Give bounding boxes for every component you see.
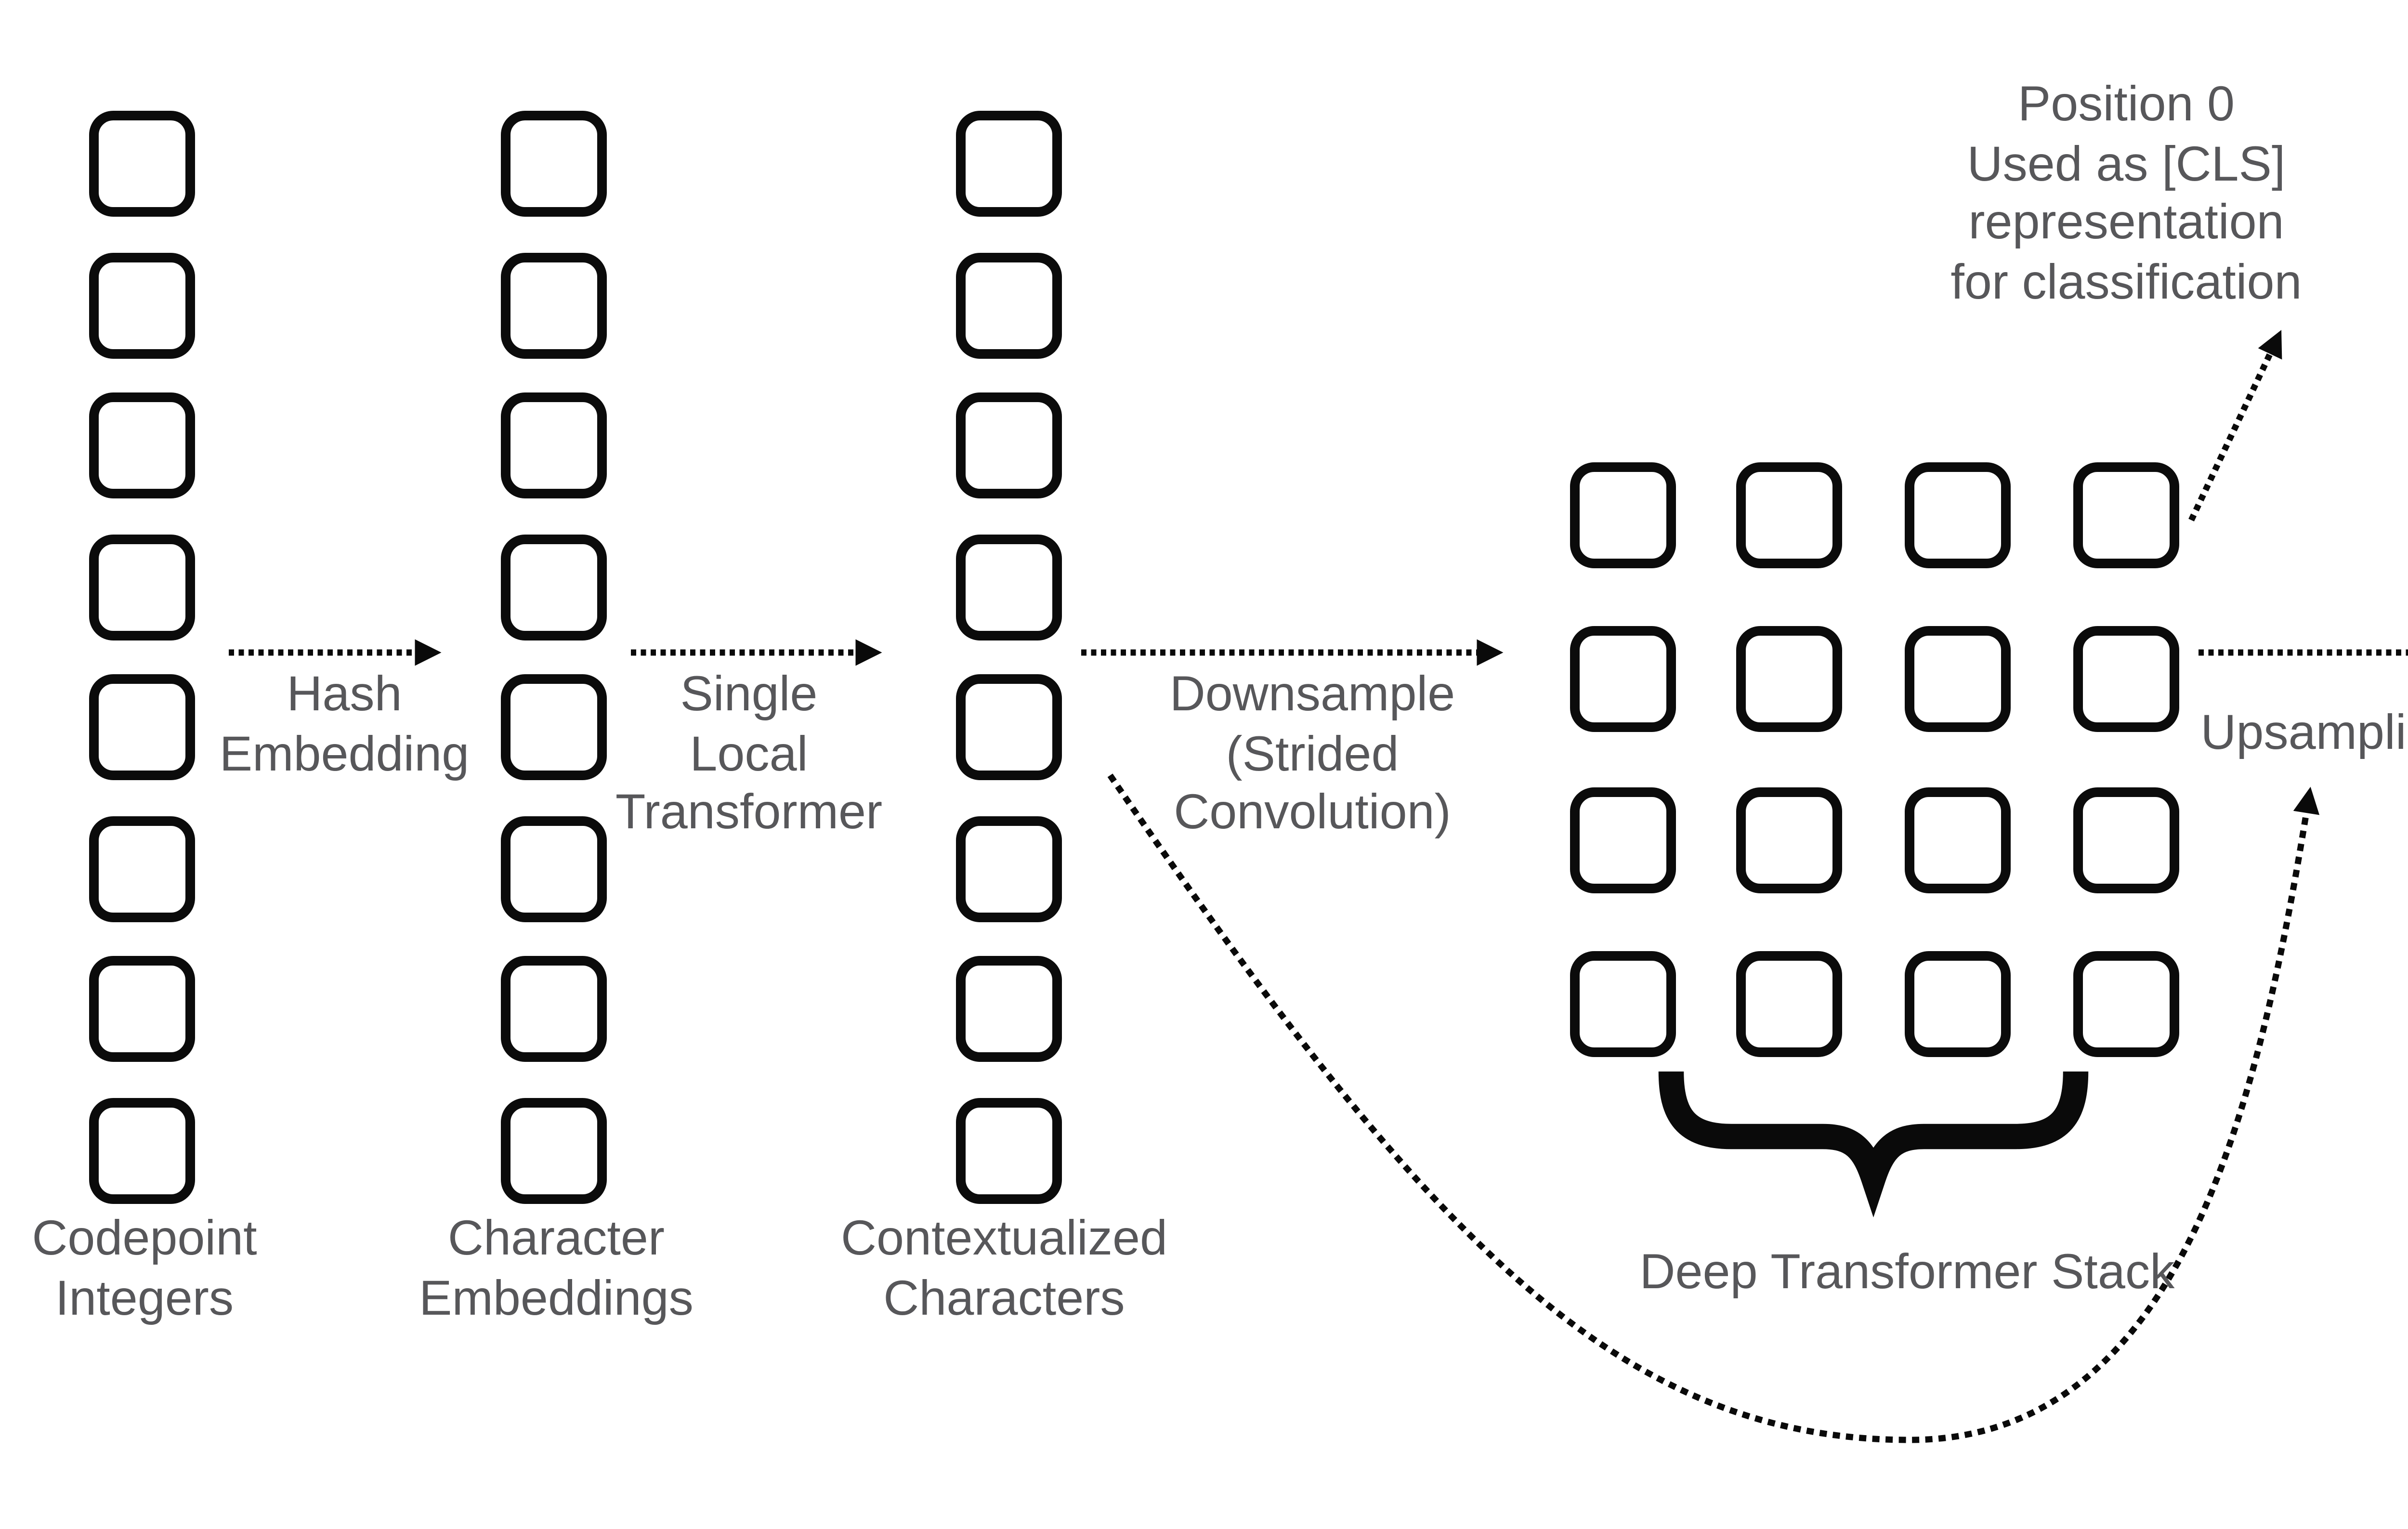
token-cell xyxy=(1905,787,2011,893)
token-cell xyxy=(2073,950,2179,1056)
token-cell xyxy=(89,674,195,780)
deep-transformer-stack-label: Deep Transformer Stack xyxy=(1618,1245,2196,1304)
token-cell xyxy=(501,956,607,1062)
label-line: Local xyxy=(690,726,808,782)
token-cell xyxy=(1905,625,2011,731)
label-line: Characters xyxy=(883,1270,1125,1326)
label-line: Character xyxy=(447,1211,665,1267)
token-cell xyxy=(1570,787,1676,893)
token-cell xyxy=(501,674,607,780)
token-cell xyxy=(956,111,1062,217)
label-line: Used as [CLS] xyxy=(1967,136,2286,192)
concatenated-representations-label: ConcatenatedRepresentations xyxy=(2329,1245,2408,1363)
residual-connection-arrow xyxy=(1107,773,2320,1443)
token-cell xyxy=(956,392,1062,498)
label-line: Hash xyxy=(287,667,402,722)
token-cell xyxy=(89,392,195,498)
downsampled-token-grid xyxy=(1570,462,2182,1057)
label-line: Embedding xyxy=(219,726,470,782)
label-line: Embeddings xyxy=(419,1270,694,1326)
label-line: Single xyxy=(680,667,818,722)
cls-arrow xyxy=(2188,330,2282,522)
label-line: representation xyxy=(1968,195,2284,250)
token-cell xyxy=(956,956,1062,1062)
label-line: Integers xyxy=(55,1270,234,1326)
token-cell xyxy=(956,1097,1062,1203)
token-cell xyxy=(2073,787,2179,893)
token-cell xyxy=(2073,462,2179,568)
token-cell xyxy=(1736,787,1842,893)
contextualized-characters-column xyxy=(956,111,1062,1203)
token-cell xyxy=(956,674,1062,780)
label-line: Convolution) xyxy=(1174,785,1451,840)
token-cell xyxy=(501,533,607,640)
token-cell xyxy=(1736,950,1842,1056)
token-cell xyxy=(1570,625,1676,731)
upsampling-label: Upsampling xyxy=(2042,706,2408,765)
label-line: Contextualized xyxy=(840,1211,1168,1267)
token-cell xyxy=(956,251,1062,358)
token-cell xyxy=(501,251,607,358)
label-line: Representations xyxy=(2329,1304,2408,1363)
token-cell xyxy=(956,815,1062,921)
token-cell xyxy=(89,111,195,217)
token-cell xyxy=(1736,625,1842,731)
codepoint-integers-column xyxy=(89,111,195,1203)
token-cell xyxy=(1905,950,2011,1056)
token-cell xyxy=(1905,462,2011,568)
token-cell xyxy=(89,251,195,358)
token-cell xyxy=(89,815,195,921)
token-cell xyxy=(501,1097,607,1203)
character-embeddings-column xyxy=(501,111,607,1203)
label-line: Transformer xyxy=(615,785,883,840)
label-line: (Strided xyxy=(1226,726,1399,782)
token-cell xyxy=(501,815,607,921)
underbrace xyxy=(1658,1071,2089,1217)
label-line: Deep Transformer Stack xyxy=(1639,1245,2175,1300)
token-cell xyxy=(89,956,195,1062)
token-cell xyxy=(501,111,607,217)
token-cell xyxy=(1736,462,1842,568)
token-cell xyxy=(1570,462,1676,568)
token-cell xyxy=(956,533,1062,640)
label-line: Upsampling xyxy=(2200,706,2408,761)
label-line: Codepoint xyxy=(32,1211,257,1267)
label-line: Downsample xyxy=(1169,667,1455,722)
label-line: Concatenated xyxy=(2329,1245,2408,1304)
token-cell xyxy=(2073,625,2179,731)
token-cell xyxy=(501,392,607,498)
token-cell xyxy=(89,533,195,640)
label-line: for classification xyxy=(1950,254,2302,310)
token-cell xyxy=(1570,950,1676,1056)
token-cell xyxy=(89,1097,195,1203)
label-line: Position 0 xyxy=(2017,77,2235,132)
